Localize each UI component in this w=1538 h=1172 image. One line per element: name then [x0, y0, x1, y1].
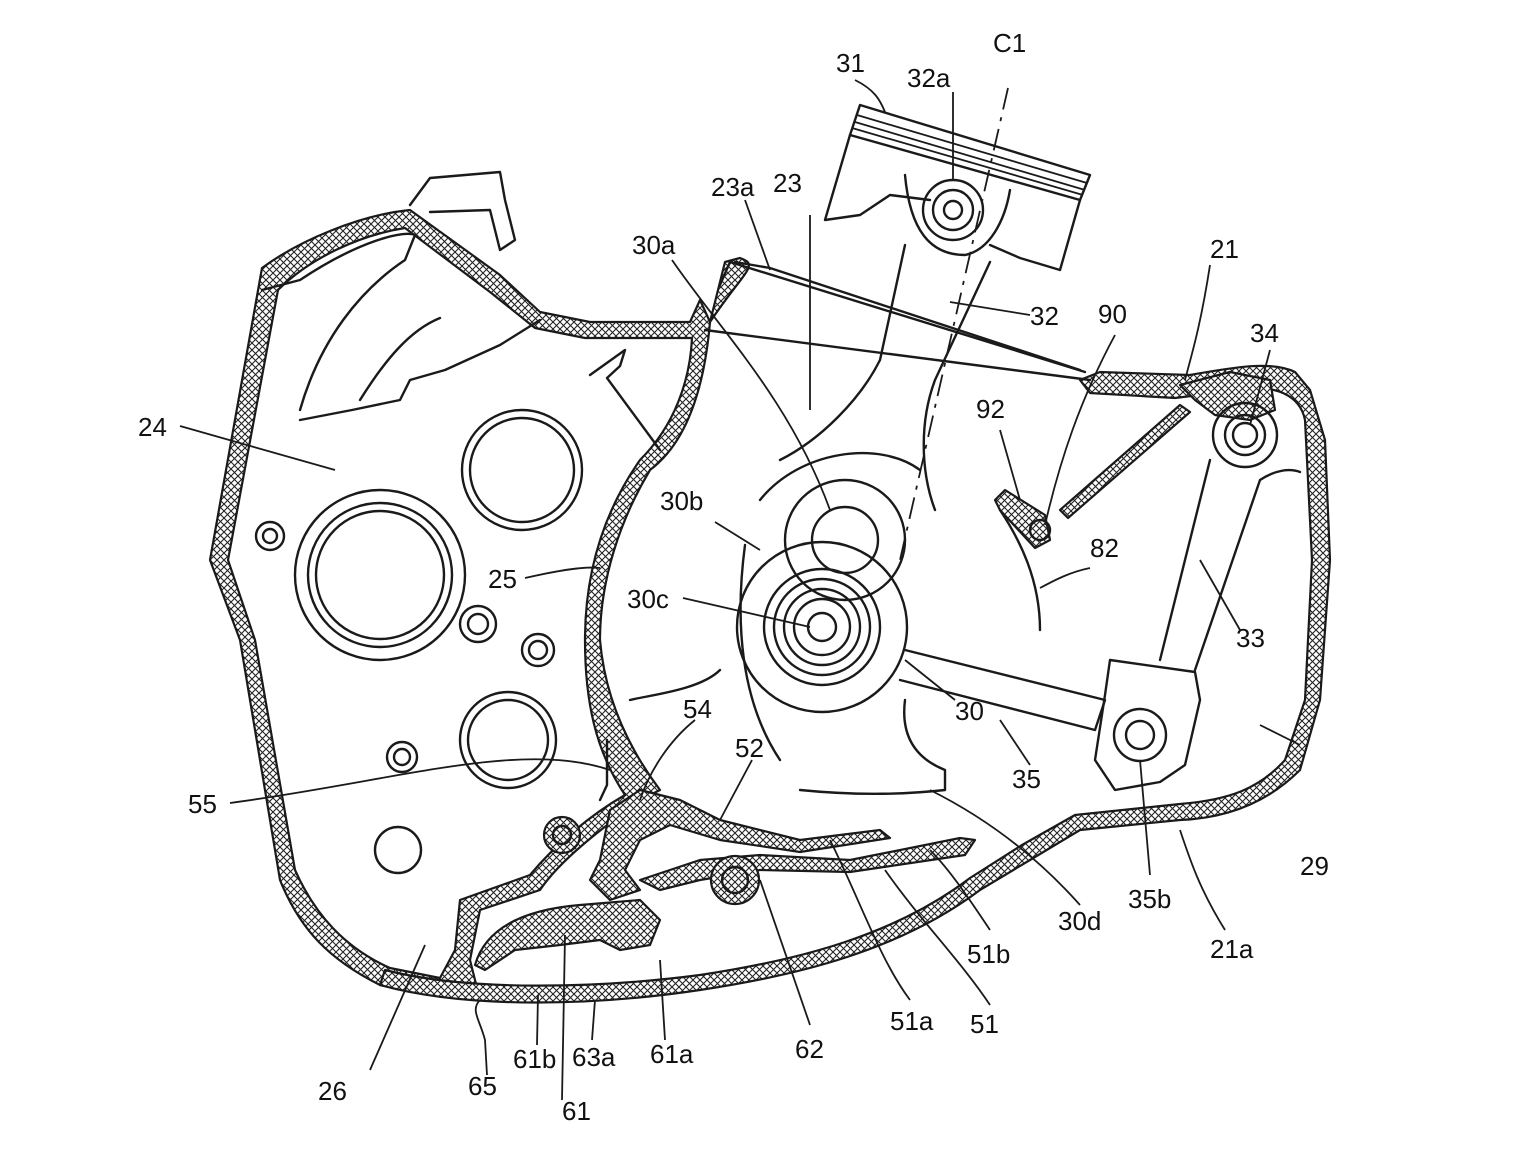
- label-90: 90: [1098, 299, 1127, 329]
- left-case-rib: [260, 232, 542, 422]
- label-25: 25: [488, 564, 517, 594]
- reference-labels: C1 31 32a 23a 23 30a 32 21 90 34 92 24 3…: [138, 28, 1329, 1126]
- label-30: 30: [955, 696, 984, 726]
- boss-34: [1178, 370, 1277, 422]
- label-24: 24: [138, 412, 167, 442]
- label-51: 51: [970, 1009, 999, 1039]
- left-case-holes: [254, 408, 584, 875]
- label-33: 33: [1236, 623, 1265, 653]
- crankcase-bottom-wall: [378, 364, 1332, 1004]
- label-51a: 51a: [890, 1006, 934, 1036]
- crank-chamber-inner: [718, 260, 1087, 374]
- label-82: 82: [1090, 533, 1119, 563]
- label-23a: 23a: [711, 172, 755, 202]
- label-65: 65: [468, 1071, 497, 1101]
- label-23: 23: [773, 168, 802, 198]
- label-32: 32: [1030, 301, 1059, 331]
- label-61: 61: [562, 1096, 591, 1126]
- label-30b: 30b: [660, 486, 703, 516]
- label-35b: 35b: [1128, 884, 1171, 914]
- label-32a: 32a: [907, 63, 951, 93]
- oil-filter-fitting: [408, 170, 517, 252]
- label-35: 35: [1012, 764, 1041, 794]
- label-31: 31: [836, 48, 865, 78]
- label-c1: C1: [993, 28, 1026, 58]
- oil-passage: [473, 738, 977, 972]
- label-29: 29: [1300, 851, 1329, 881]
- label-63a: 63a: [572, 1042, 616, 1072]
- label-54: 54: [683, 694, 712, 724]
- label-30d: 30d: [1058, 906, 1101, 936]
- label-21: 21: [1210, 234, 1239, 264]
- label-30c: 30c: [627, 584, 669, 614]
- crank-chamber-wall: [708, 256, 751, 324]
- label-52: 52: [735, 733, 764, 763]
- label-61b: 61b: [513, 1044, 556, 1074]
- link-arm: [898, 401, 1302, 792]
- label-51b: 51b: [967, 939, 1010, 969]
- label-92: 92: [976, 394, 1005, 424]
- label-34: 34: [1250, 318, 1279, 348]
- label-62: 62: [795, 1034, 824, 1064]
- label-61a: 61a: [650, 1039, 694, 1069]
- label-26: 26: [318, 1076, 347, 1106]
- chamber-partition: [588, 348, 662, 452]
- label-55: 55: [188, 789, 217, 819]
- tensioner: [993, 403, 1192, 632]
- centerline-c1: [899, 87, 1009, 561]
- piston-31: [823, 103, 1092, 272]
- leader-lines: [179, 79, 1301, 1101]
- label-30a: 30a: [632, 230, 676, 260]
- label-21a: 21a: [1210, 934, 1254, 964]
- connecting-rod-32: [778, 243, 992, 512]
